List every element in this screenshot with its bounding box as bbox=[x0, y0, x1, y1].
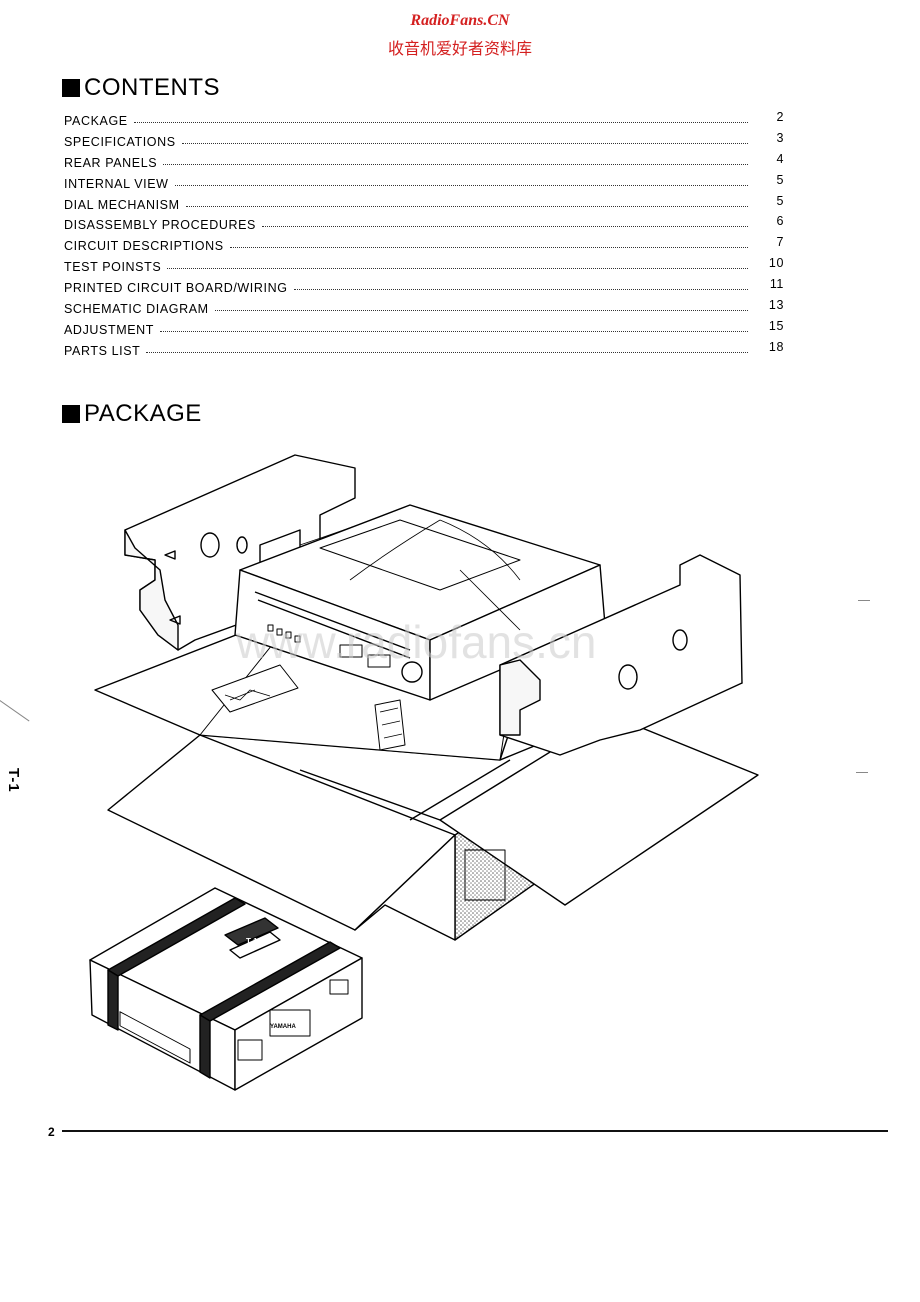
dot-leader bbox=[133, 122, 748, 123]
dot-leader bbox=[185, 205, 748, 207]
toc-item: ADJUSTMENT 15 bbox=[64, 319, 784, 344]
toc-page: 3 bbox=[776, 130, 784, 145]
tuner-unit bbox=[234, 504, 606, 701]
toc-item: SCHEMATIC DIAGRAM 13 bbox=[64, 298, 784, 323]
toc-item: PRINTED CIRCUIT BOARD/WIRING 11 bbox=[64, 277, 784, 302]
toc-item: PACKAGE 2 bbox=[64, 110, 784, 135]
scan-mark bbox=[858, 600, 870, 601]
box-model-label: T-1 bbox=[246, 937, 258, 946]
toc-item: CIRCUIT DESCRIPTIONS 7 bbox=[64, 235, 784, 260]
toc-page: 7 bbox=[776, 235, 784, 250]
dot-leader bbox=[163, 163, 748, 165]
contents-title: CONTENTS bbox=[84, 74, 220, 101]
table-of-contents: PACKAGE 2 SPECIFICATIONS 3 REAR PANELS 4 IN… bbox=[64, 110, 784, 365]
toc-page: 13 bbox=[768, 298, 784, 313]
closed-carton bbox=[89, 887, 363, 1091]
package-heading: PACKAGE bbox=[62, 400, 202, 428]
toc-page: 10 bbox=[768, 256, 784, 271]
toc-label: DISASSEMBLY PROCEDURES bbox=[64, 218, 256, 233]
page-number: 2 bbox=[48, 1125, 55, 1139]
dot-leader bbox=[229, 247, 748, 249]
toc-page: 15 bbox=[768, 318, 784, 333]
dot-leader bbox=[181, 142, 748, 144]
toc-page: 4 bbox=[776, 151, 784, 166]
toc-label: TEST POINSTS bbox=[64, 260, 162, 275]
contents-heading: CONTENTS bbox=[62, 74, 220, 102]
dot-leader bbox=[293, 289, 748, 291]
scan-mark bbox=[856, 772, 868, 773]
toc-label: SCHEMATIC DIAGRAM bbox=[64, 302, 209, 317]
left-foam-insert bbox=[124, 454, 356, 651]
toc-item: TEST POINSTS 10 bbox=[64, 256, 784, 281]
dot-leader bbox=[174, 184, 748, 186]
toc-page: 5 bbox=[776, 172, 784, 187]
accessory-bags bbox=[211, 664, 406, 751]
toc-label: PRINTED CIRCUIT BOARD/WIRING bbox=[64, 281, 288, 296]
toc-page: 2 bbox=[776, 110, 784, 124]
toc-label: PACKAGE bbox=[64, 114, 128, 128]
toc-item: DIAL MECHANISM 5 bbox=[64, 194, 784, 219]
toc-label: ADJUSTMENT bbox=[64, 322, 155, 337]
toc-item: REAR PANELS 4 bbox=[64, 152, 784, 177]
toc-item: PARTS LIST 18 bbox=[64, 340, 784, 365]
toc-label: INTERNAL VIEW bbox=[64, 176, 169, 191]
toc-item: SPECIFICATIONS 3 bbox=[64, 131, 784, 156]
toc-label: SPECIFICATIONS bbox=[64, 134, 176, 149]
side-model-label: T-1 bbox=[5, 768, 22, 793]
footer-rule bbox=[62, 1130, 888, 1132]
toc-item: INTERNAL VIEW 5 bbox=[64, 173, 784, 198]
dot-leader bbox=[146, 351, 748, 353]
toc-page: 18 bbox=[768, 339, 784, 354]
watermark-tagline: 收音机爱好者资料库 bbox=[387, 39, 532, 58]
dot-leader bbox=[167, 268, 748, 270]
watermark-site: RadioFans.CN bbox=[410, 12, 510, 29]
package-title: PACKAGE bbox=[84, 400, 202, 427]
dot-leader bbox=[160, 330, 748, 332]
box-brand-label: YAMAHA bbox=[270, 1024, 296, 1030]
heading-square-icon bbox=[62, 79, 80, 97]
toc-item: DISASSEMBLY PROCEDURES 6 bbox=[64, 214, 784, 239]
toc-label: REAR PANELS bbox=[64, 155, 158, 170]
toc-page: 5 bbox=[776, 193, 784, 208]
dot-leader bbox=[261, 226, 748, 228]
right-foam-insert bbox=[499, 554, 743, 756]
dot-leader bbox=[214, 310, 748, 312]
toc-page: 11 bbox=[769, 277, 784, 292]
toc-label: DIAL MECHANISM bbox=[64, 197, 180, 212]
toc-label: PARTS LIST bbox=[64, 343, 141, 358]
watermark-overlay: www.radiofans.cn bbox=[235, 616, 597, 668]
heading-square-icon bbox=[62, 405, 80, 423]
toc-label: CIRCUIT DESCRIPTIONS bbox=[64, 239, 224, 254]
toc-page: 6 bbox=[776, 214, 784, 229]
